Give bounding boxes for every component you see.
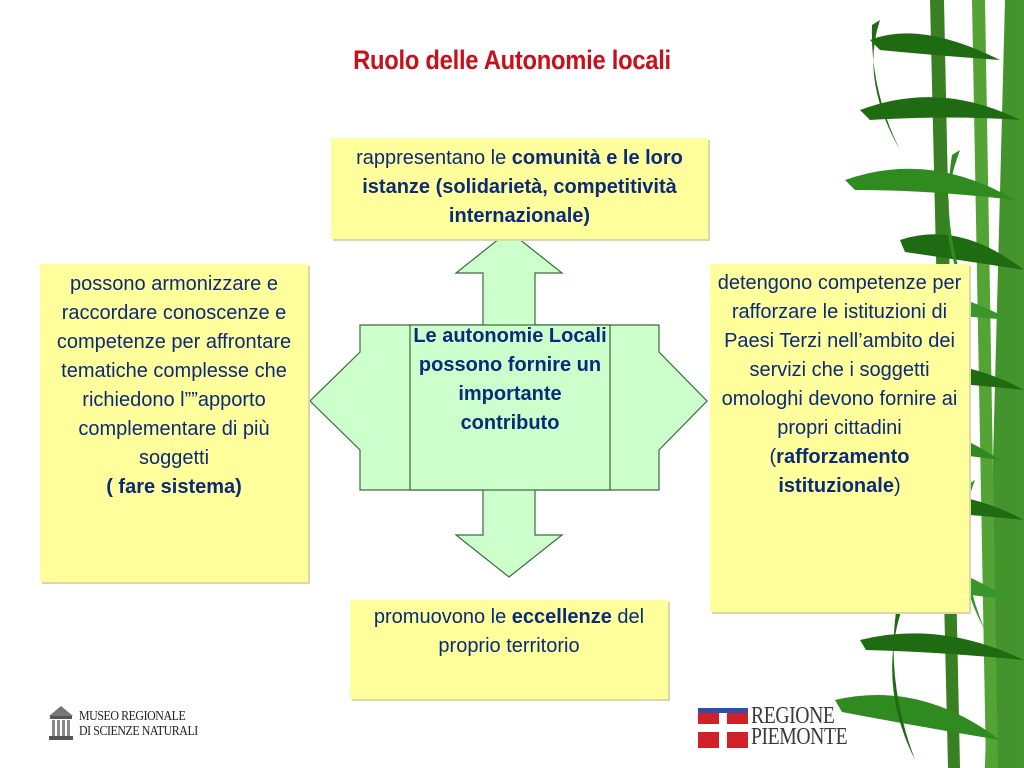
bottom-box-text-post: del proprio territorio: [438, 606, 645, 657]
museo-logo-line2: DI SCIENZE NATURALI: [79, 724, 198, 739]
right-box-open-paren: (: [769, 446, 777, 468]
bottom-box-bold: eccellenze: [511, 606, 612, 628]
museum-building-icon: [49, 706, 73, 740]
left-box: possono armonizzare e raccordare conosce…: [40, 264, 308, 582]
right-box: detengono competenze per rafforzare le i…: [710, 264, 969, 612]
museo-logo: MUSEO REGIONALE DI SCIENZE NATURALI: [46, 702, 226, 744]
top-box-bold: comunità e le loro istanze (solidarietà,…: [362, 147, 683, 227]
regione-logo-line2: PIEMONTE: [751, 724, 848, 750]
slide-title: Ruolo delle Autonomie locali: [353, 45, 671, 75]
regione-piemonte-logo: REGIONE PIEMONTE: [698, 703, 858, 752]
top-box-text: rappresentano le: [356, 147, 512, 169]
right-box-close-paren: ): [893, 475, 901, 497]
left-box-bold: ( fare sistema): [106, 476, 242, 498]
regione-logo-line1: REGIONE: [751, 703, 835, 729]
regione-piemonte-emblem-icon: [698, 708, 748, 748]
center-box: [409, 324, 611, 491]
bottom-box: promuovono le eccellenze del proprio ter…: [350, 600, 668, 699]
bottom-box-text-pre: promuovono le: [373, 606, 512, 628]
right-box-text: detengono competenze per rafforzare le i…: [717, 272, 962, 439]
museo-logo-line1: MUSEO REGIONALE: [79, 709, 186, 724]
top-box: rappresentano le comunità e le loro ista…: [331, 138, 708, 239]
right-box-bold: rafforzamento istituzionale: [776, 446, 910, 497]
center-statement: Le autonomie Locali possono fornire un i…: [413, 325, 607, 434]
left-box-text: possono armonizzare e raccordare conosce…: [56, 273, 292, 469]
